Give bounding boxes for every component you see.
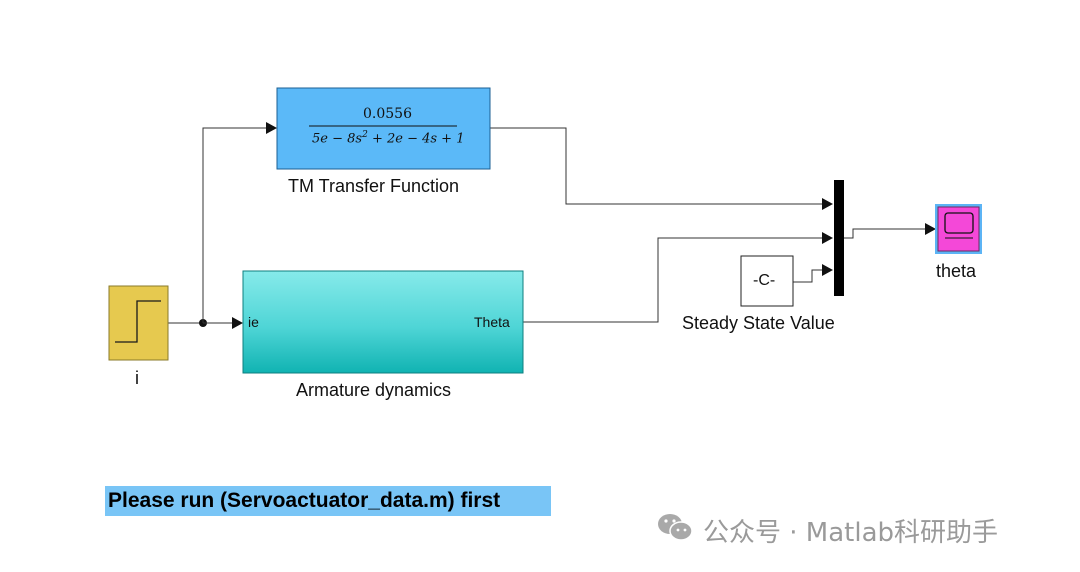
wechat-icon (658, 514, 693, 541)
denominator-exponent: 2 (362, 130, 368, 140)
wire-transfer-function-to-mux (490, 127, 822, 205)
scope-screen-icon (944, 212, 974, 234)
arrow-mux-input-3 (822, 264, 833, 276)
run-instruction-note[interactable]: Please run (Servoactuator_data.m) first (105, 486, 551, 516)
transfer-function-block[interactable] (276, 87, 491, 170)
arrow-armature-input (232, 317, 243, 329)
arrow-transfer-function-input (266, 122, 277, 134)
arrow-scope-input (925, 223, 936, 235)
armature-label: Armature dynamics (296, 380, 452, 400)
constant-label: Steady State Value (682, 313, 835, 333)
armature-block[interactable] (242, 270, 524, 374)
scope-label: theta (936, 261, 977, 281)
constant-block[interactable] (740, 255, 794, 307)
transfer-function-label: TM Transfer Function (288, 176, 460, 196)
step-icon (115, 300, 161, 343)
step-block[interactable] (108, 285, 169, 361)
denominator-part-2: + 2e − 4s + 1 (367, 131, 465, 147)
wire-mux-to-scope (844, 228, 925, 239)
wire-branch-to-transfer-function (202, 127, 266, 323)
arrow-mux-input-1 (822, 198, 833, 210)
wire-constant-to-mux (793, 269, 822, 283)
watermark-text: 公众号 · Matlab科研助手 (703, 518, 999, 548)
constant-value: -C- (753, 272, 776, 289)
transfer-function-denominator: 5e − 8s2 + 2e − 4s + 1 (312, 130, 464, 146)
armature-output-port-label: Theta (474, 314, 510, 330)
arrow-mux-input-2 (822, 232, 833, 244)
wire-armature-to-mux (523, 237, 822, 323)
step-label: i (135, 368, 139, 388)
transfer-function-numerator: 0.0556 (363, 106, 412, 122)
mux-block[interactable] (834, 180, 844, 296)
denominator-part-1: 5e − 8s (312, 131, 363, 147)
armature-input-port-label: ie (248, 314, 259, 330)
